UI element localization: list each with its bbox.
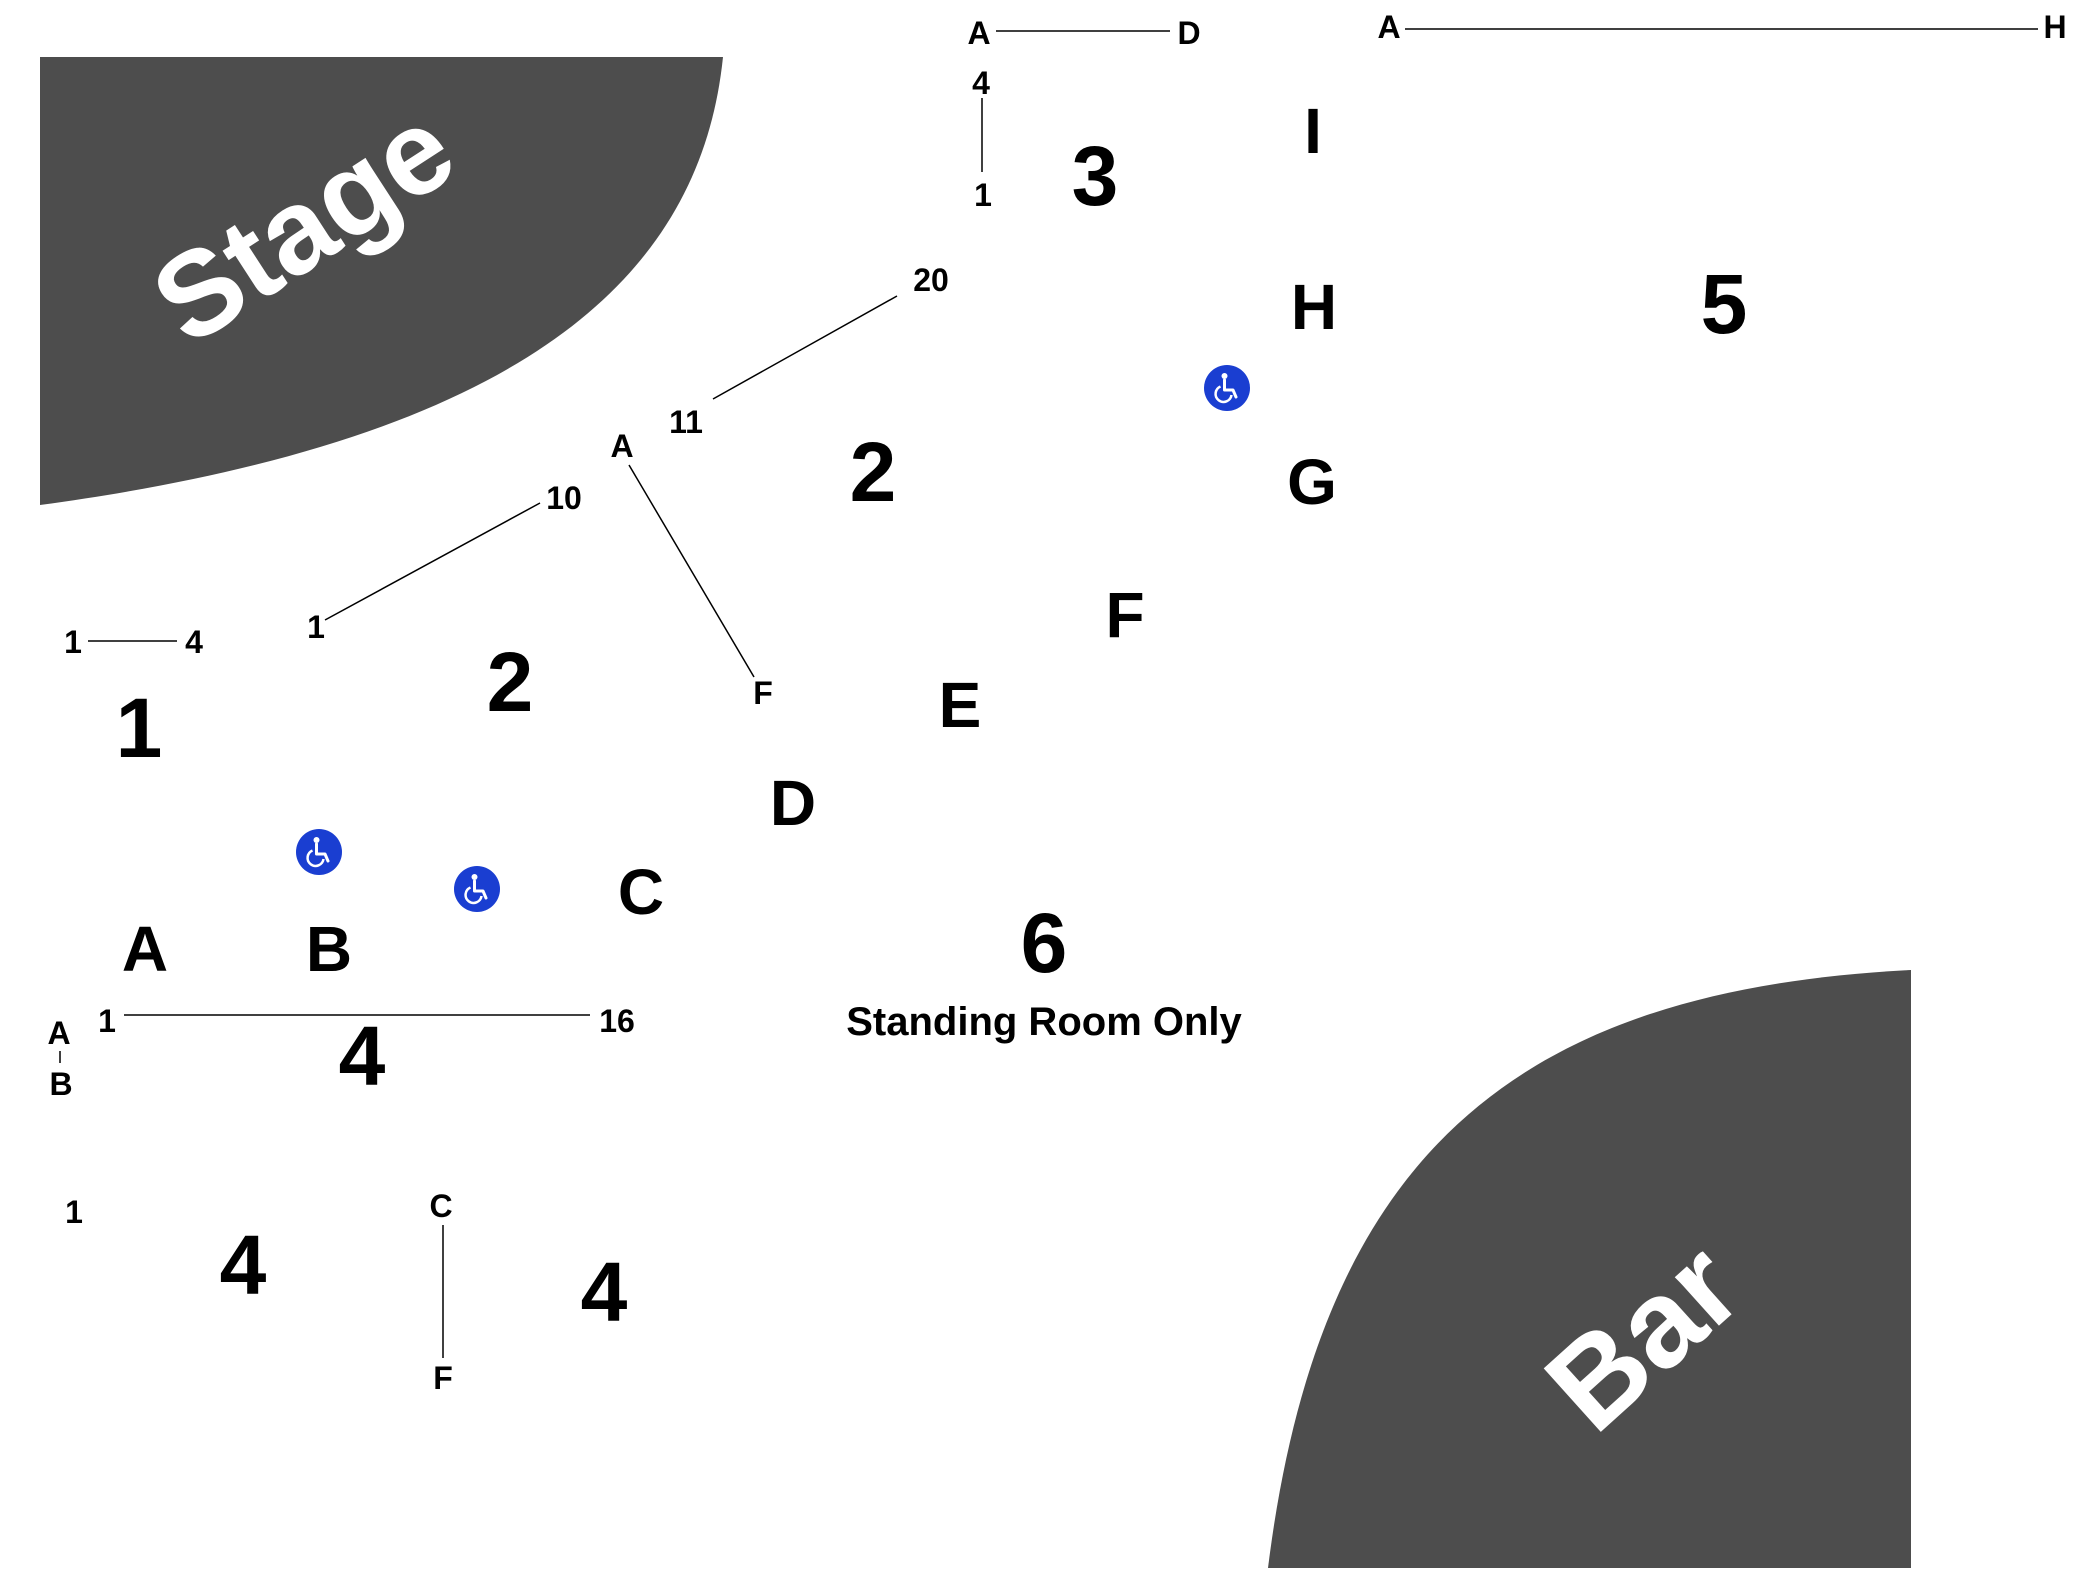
section-5-label[interactable]: 5 xyxy=(1700,257,1748,351)
section-4-label[interactable]: 4 xyxy=(338,1009,386,1103)
bar-area[interactable] xyxy=(1268,970,1911,1568)
sec4-low-seat: 1 xyxy=(65,1194,83,1230)
sec4-row-a: A xyxy=(47,1015,71,1051)
standing-room-only-label: Standing Room Only xyxy=(846,1000,1242,1044)
sec1-seat-end: 4 xyxy=(185,624,203,660)
wheelchair-icon xyxy=(1204,365,1250,411)
sec4-row-f: F xyxy=(433,1360,453,1396)
row-i-label: I xyxy=(1304,95,1322,167)
sec4-row-c: C xyxy=(429,1188,453,1224)
sec2-row-end: F xyxy=(753,675,773,711)
sec5-row-start: A xyxy=(1377,9,1401,45)
sec1-seat-start: 1 xyxy=(64,624,82,660)
sec3-seat-bottom: 1 xyxy=(974,177,992,213)
row-f-label: F xyxy=(1105,579,1145,651)
section-3-label[interactable]: 3 xyxy=(1071,129,1119,223)
section-1-label[interactable]: 1 xyxy=(115,681,163,775)
sec2-high-seat-line xyxy=(712,295,898,400)
section-6-label[interactable]: 6 xyxy=(1020,896,1068,990)
sec5-row-end: H xyxy=(2043,9,2067,45)
stage-area[interactable] xyxy=(40,57,723,505)
section-4-lower-left-label[interactable]: 4 xyxy=(219,1218,267,1312)
row-c-label: C xyxy=(617,856,665,928)
sec3-row-start: A xyxy=(967,15,991,51)
row-a-label: A xyxy=(121,913,169,985)
sec2-low-seat-start: 1 xyxy=(307,609,325,645)
sec2-high-seat-end: 20 xyxy=(913,262,949,298)
section-2-left-label[interactable]: 2 xyxy=(486,635,534,729)
sec4-seat-end: 16 xyxy=(599,1003,635,1039)
sec3-seat-top: 4 xyxy=(972,65,990,101)
section-2-right-label[interactable]: 2 xyxy=(849,425,897,519)
wheelchair-icon xyxy=(454,866,500,912)
sec3-row-end: D xyxy=(1177,15,1201,51)
row-e-label: E xyxy=(938,669,982,741)
section-4-lower-right-label[interactable]: 4 xyxy=(580,1245,628,1339)
row-b-label: B xyxy=(305,913,353,985)
sec4-seat-start: 1 xyxy=(98,1003,116,1039)
sec2-low-seat-line xyxy=(324,502,541,621)
sec2-low-seat-end: 10 xyxy=(546,480,582,516)
row-d-label: D xyxy=(769,767,817,839)
sec4-row-b: B xyxy=(49,1066,73,1102)
sec2-row-start: A xyxy=(610,428,634,464)
sec2-high-seat-start: 11 xyxy=(669,404,703,440)
wheelchair-icon xyxy=(296,829,342,875)
range-lines xyxy=(59,28,2038,1358)
row-g-label: G xyxy=(1287,446,1337,518)
sec2-row-line xyxy=(628,464,755,678)
row-h-label: H xyxy=(1290,271,1338,343)
